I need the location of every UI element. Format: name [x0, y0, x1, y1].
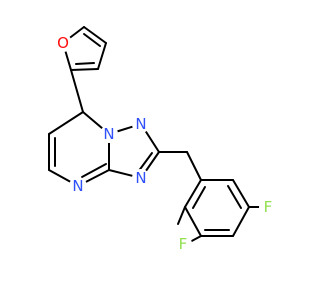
furan-ring [62, 26, 107, 113]
bond [184, 206, 202, 237]
atom-label: O [57, 34, 69, 52]
atom-label: N [135, 115, 146, 133]
bond [48, 111, 84, 135]
atom-label: F [264, 198, 273, 216]
atom-fluorine-right: F [259, 198, 277, 216]
bond [83, 33, 101, 47]
bond [192, 186, 206, 209]
atom-label: F [179, 235, 188, 253]
bond [83, 26, 107, 44]
bond [137, 152, 153, 173]
methylene-bond [186, 151, 202, 181]
bond [70, 68, 99, 71]
atom-nitrogen-bridge: N [100, 125, 118, 143]
atom-label: N [103, 125, 114, 143]
bond [97, 42, 107, 70]
bond [75, 62, 95, 65]
molecule-structure: O N N N N F F [48, 26, 277, 253]
bond [227, 185, 242, 209]
atom-nitrogen-3: N [132, 169, 150, 187]
difluorophenyl-ring [177, 179, 263, 244]
bond [232, 179, 250, 208]
bond [81, 163, 107, 178]
atom-nitrogen-pyrimidine: N [69, 177, 87, 195]
atom-fluorine-left: F [174, 235, 192, 253]
atom-label: N [72, 177, 83, 195]
bond [184, 179, 202, 208]
bond [70, 69, 84, 113]
bond [177, 206, 186, 225]
structure-canvas: O N N N N F F [48, 26, 277, 253]
bond [232, 206, 250, 237]
atom-nitrogen-1: N [132, 115, 150, 133]
atom-furan-oxygen: O [54, 34, 72, 52]
pyrimidine-ring [48, 111, 110, 187]
atom-label: N [135, 169, 146, 187]
